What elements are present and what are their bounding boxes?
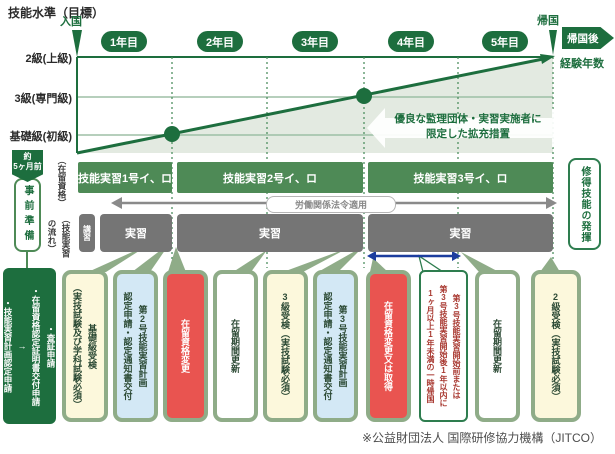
training-flow-label: （技能実習 の流れ） [47,214,71,258]
callout-2kyu-exam: 2級受検（実技試験必須） [531,270,581,422]
y-label-level3: 3級(専門級) [14,93,72,105]
callout-no2-plan: 第2号技能実習計画認定申請・認定通知書交付 [113,270,158,422]
expansion-measure-arrow [367,108,570,148]
after-return-arrow: 帰国後 [562,27,614,49]
callout-tail-5 [283,248,348,272]
callout-period-renewal-1: 在留期間更新 [213,270,258,422]
acquired-skills-box: 修得技能の発揮 [568,158,601,250]
y-label-level2: 2級(上級) [25,53,72,65]
sequence-arrow-icon: → [17,341,27,351]
callout-tail-10 [540,257,560,272]
milestone-dot-level3 [356,88,372,104]
flow-box-training-3: 実習 [368,214,553,252]
diagram-title: 技能水準（目標） [8,6,105,20]
year-pill-4: 4年目 [388,31,434,52]
annotation-line2: 限定した拡充措置 [426,127,510,140]
credit-line: ※公益財団法人 国際研修協力機構（JITCO） [361,431,602,445]
year-pill-2: 2年目 [197,31,243,52]
year-pill-1: 1年目 [101,31,147,52]
annotation-line1: 優良な監理団体・実習実施者に [394,113,542,125]
callout-period-renewal-2: 在留期間更新 [475,270,520,422]
year-pill-3: 3年目 [292,31,338,52]
residence-status-label: （在留資格） [57,155,67,207]
x-axis-label: 経験年数 [560,58,604,70]
labor-law-arrowhead-right [546,197,557,209]
application-list-box: ・査証申請 ・在留資格認定証明書交付申請 → ・技能実習計画認定申請 [3,268,56,424]
entry-marker-icon [72,30,82,57]
milestone-dot-basic [164,126,180,142]
flow-box-lecture: 講習 [79,214,95,252]
callout-status-change: 在留資格変更 [163,270,208,422]
callout-tail-3 [168,247,186,272]
flow-box-training-1: 実習 [100,214,172,252]
callout-no3-plan: 第3号技能実習計画認定申請・認定通知書交付 [313,270,358,422]
labor-law-arrowhead-left [111,197,122,209]
year-pill-5: 5年目 [482,31,528,52]
callout-tail-4 [233,250,267,272]
return-label: 帰国 [537,15,559,27]
callout-tail-6 [318,246,364,272]
residence-bar-no2: 技能実習2号イ、ロ [177,162,363,193]
five-months-before-banner: 約 5ヶ月前 [12,150,43,182]
skill-line-arrowhead [540,54,555,64]
advance-preparation-box: 事前準備 [14,178,41,252]
residence-bar-no1: 技能実習1号イ、ロ [78,162,172,193]
blue-arrowhead-left [367,251,376,261]
entry-label: 入国 [60,16,82,28]
skill-level-line [76,57,546,155]
blue-arrowhead-right [452,251,461,261]
callout-tail-9 [461,252,499,272]
residence-bar-no3: 技能実習3号イ、ロ [368,162,553,193]
callout-basic-exam: 基礎級受検（実技試験及び学科試験必須） [62,270,108,422]
callout-status-change-or-acquire: 在留資格変更又は取得 [366,270,411,422]
labor-law-label: 労働関係法令適用 [266,196,396,213]
callout-tail-7 [370,258,388,272]
y-label-basic: 基礎級(初級) [9,131,72,143]
expansion-measure-annotation: 優良な監理団体・実習実施者に 限定した拡充措置 [386,112,550,141]
flow-box-training-2: 実習 [177,214,363,252]
callout-3kyu-exam: 3級受検（実技試験必須） [263,270,308,422]
return-marker-icon [549,30,557,55]
